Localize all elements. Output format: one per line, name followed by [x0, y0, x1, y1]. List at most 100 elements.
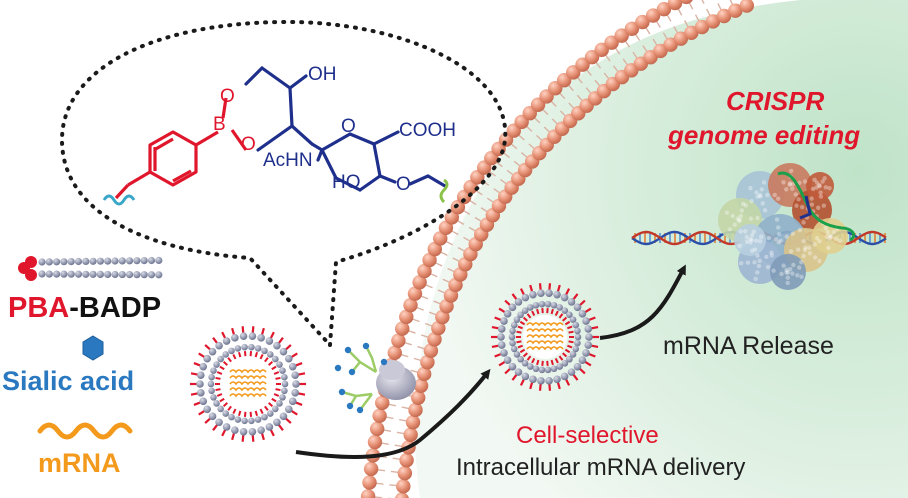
outer-bead	[231, 334, 239, 342]
sialic-dot	[356, 406, 364, 414]
protein-atom	[772, 192, 777, 198]
lipid-head	[408, 402, 423, 418]
lipid-head	[673, 31, 689, 46]
protein-atom	[730, 213, 735, 219]
cell-selective-label: Cell-selective	[516, 422, 659, 449]
protein-atom	[799, 260, 804, 265]
lipid-head	[417, 263, 432, 279]
protein-atom	[817, 183, 822, 189]
outer-bead	[578, 310, 587, 318]
inner-bead	[538, 300, 546, 308]
protein-atom	[823, 185, 828, 190]
lipid-bead	[38, 270, 46, 278]
lipid-head	[594, 42, 609, 58]
protein-atom	[774, 217, 780, 222]
protein-atom	[827, 236, 832, 241]
outer-bead	[291, 389, 299, 397]
protein-atom	[796, 247, 801, 252]
protein-atom	[779, 271, 784, 277]
protein-atom	[737, 217, 743, 223]
inner-bead	[513, 351, 521, 358]
mrna-strand	[526, 346, 564, 351]
protein-atom	[735, 216, 740, 221]
lipid-bead	[111, 257, 119, 265]
inner-bead	[561, 307, 569, 314]
protein-atom	[787, 181, 793, 186]
lipid-bead	[67, 270, 75, 278]
inner-spike	[568, 340, 574, 344]
protein-atom	[724, 210, 730, 215]
guide-rna	[777, 171, 856, 242]
outer-bead	[279, 347, 288, 356]
protein-atom	[741, 201, 746, 207]
protein-atom	[738, 229, 743, 234]
protein-atom	[823, 225, 829, 231]
outer-bead	[537, 377, 545, 385]
inner-bead	[222, 410, 230, 417]
protein-domain	[806, 172, 834, 200]
inner-bead	[222, 351, 230, 358]
protein-atom	[781, 263, 786, 268]
protein-atom	[802, 247, 808, 253]
inner-bead	[217, 405, 224, 413]
protein-atom	[758, 194, 763, 199]
protein-atom	[752, 247, 758, 252]
inner-spike	[275, 376, 281, 380]
inner-spike	[273, 393, 280, 397]
inner-spike	[516, 340, 522, 344]
lipid-bead	[126, 257, 134, 265]
lipid-bead	[140, 271, 148, 279]
legend-pba: PBA	[8, 292, 70, 324]
inner-bead	[228, 413, 235, 421]
inner-bead	[517, 355, 524, 363]
inner-bead	[248, 417, 255, 425]
outer-bead	[285, 354, 293, 363]
protein-atom	[802, 179, 808, 184]
lipid-bead	[155, 271, 163, 279]
inner-spike	[568, 330, 574, 334]
inner-bead	[272, 405, 279, 413]
inner-spike	[531, 310, 536, 316]
inner-spike	[254, 410, 258, 417]
lipid-bead	[155, 256, 163, 264]
protein-atom	[748, 237, 753, 242]
lipid-bead	[118, 270, 126, 279]
inner-bead	[517, 311, 524, 319]
inner-bead	[509, 327, 516, 335]
inner-spike	[522, 352, 528, 358]
protein-atom	[776, 240, 782, 245]
protein-atom	[738, 213, 743, 219]
outer-bead	[560, 293, 569, 302]
atom-boron: B	[213, 114, 226, 135]
outer-bead	[500, 349, 508, 357]
outer-bead	[288, 362, 297, 371]
outer-bead	[545, 377, 553, 385]
inner-bead	[241, 343, 248, 351]
inner-bead	[532, 301, 540, 309]
cas9-complex-icon	[718, 163, 856, 290]
inner-bead	[228, 347, 235, 355]
lipid-head	[420, 355, 435, 370]
outer-bead	[265, 337, 274, 345]
lipid-head	[427, 332, 442, 347]
inner-bead	[266, 410, 274, 417]
protein-atom	[796, 265, 802, 270]
lipid-head	[656, 1, 672, 17]
protein-atom	[812, 242, 817, 247]
lipid-bead	[45, 258, 53, 266]
outer-bead	[248, 332, 257, 341]
inner-bead	[210, 367, 217, 374]
protein-atom	[745, 260, 751, 265]
inner-spike	[519, 320, 526, 326]
inner-bead	[248, 343, 255, 351]
inner-bead	[509, 339, 516, 347]
protein-atom	[809, 202, 815, 207]
protein-atom	[748, 216, 754, 221]
protein-atom	[784, 187, 789, 192]
atom-oh-top: OH	[308, 64, 337, 85]
inner-bead	[281, 380, 289, 388]
lipid-bead	[89, 270, 97, 278]
lipid-head	[684, 25, 699, 40]
protein-atom	[748, 240, 753, 245]
